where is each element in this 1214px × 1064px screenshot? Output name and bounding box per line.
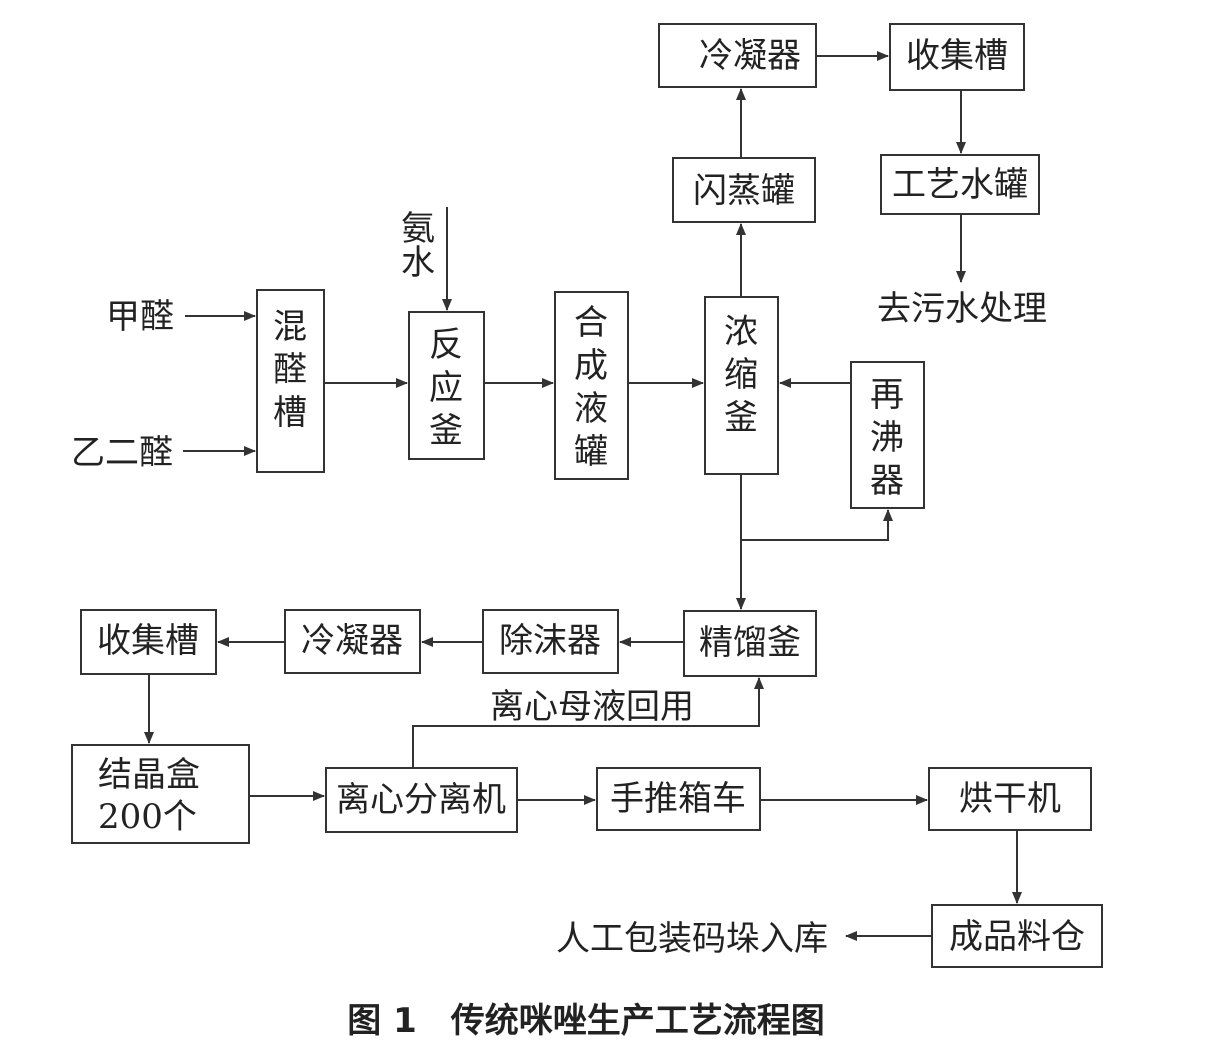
collector-bottom-box	[80, 609, 217, 675]
collector-top-label: 收集槽	[906, 36, 1008, 76]
reboiler-label: 再沸器	[870, 375, 904, 501]
cart-label: 手推箱车	[610, 779, 746, 819]
crystal-box	[71, 744, 250, 844]
input-ammonia-label-char2: 水	[401, 243, 435, 283]
condenser-top-label: 冷凝器	[699, 36, 801, 76]
defoamer-box	[482, 609, 619, 674]
rectifier-label: 精馏釜	[699, 623, 801, 663]
defoamer-label: 除沫器	[499, 621, 601, 661]
process-water-tank-label: 工艺水罐	[892, 165, 1028, 205]
input-ammonia-label-char1: 氨	[401, 209, 435, 249]
centrifuge-label: 离心分离机	[336, 780, 506, 820]
dryer-box	[928, 767, 1092, 831]
centrifuge-box	[325, 767, 518, 833]
condenser-bottom-label: 冷凝器	[301, 621, 403, 661]
mother-liquor-label: 离心母液回用	[490, 687, 694, 727]
input-glyoxal-label: 乙二醛	[71, 433, 173, 473]
input-formaldehyde-label: 甲醛	[106, 297, 174, 337]
product-silo-label: 成品料仓	[949, 917, 1085, 957]
condenser-bottom-box	[284, 609, 421, 674]
synth-tank-label: 合成液罐	[574, 303, 608, 472]
condenser-top-box	[658, 23, 817, 88]
reboiler-box	[850, 361, 925, 509]
arrow-mother-liquor-recycle	[412, 677, 764, 768]
wastewater-label: 去污水处理	[877, 289, 1047, 329]
arrow-concentrator-to-reboiler	[741, 509, 893, 541]
reactor-label: 反应釜	[429, 325, 463, 451]
crystal-box-label-line1: 结晶盒	[98, 755, 200, 795]
reactor-box	[408, 311, 485, 460]
concentrator-label: 浓缩釜	[724, 312, 758, 438]
process-water-tank-box	[880, 154, 1040, 215]
collector-bottom-label: 收集槽	[97, 621, 199, 661]
figure-caption: 图 1 传统咪唑生产工艺流程图	[347, 1001, 825, 1041]
synth-tank-box	[554, 291, 629, 480]
concentrator-box	[704, 296, 779, 475]
collector-top-box	[889, 23, 1025, 91]
rectifier-box	[683, 610, 817, 677]
packing-label: 人工包装码垛入库	[556, 919, 828, 959]
flash-tank-box	[672, 157, 816, 223]
mixer-label: 混醛槽	[273, 307, 307, 433]
crystal-box-label-line2: 200个	[98, 797, 197, 837]
mixer-box	[256, 289, 325, 473]
dryer-label: 烘干机	[959, 779, 1061, 819]
flash-tank-label: 闪蒸罐	[693, 171, 795, 211]
